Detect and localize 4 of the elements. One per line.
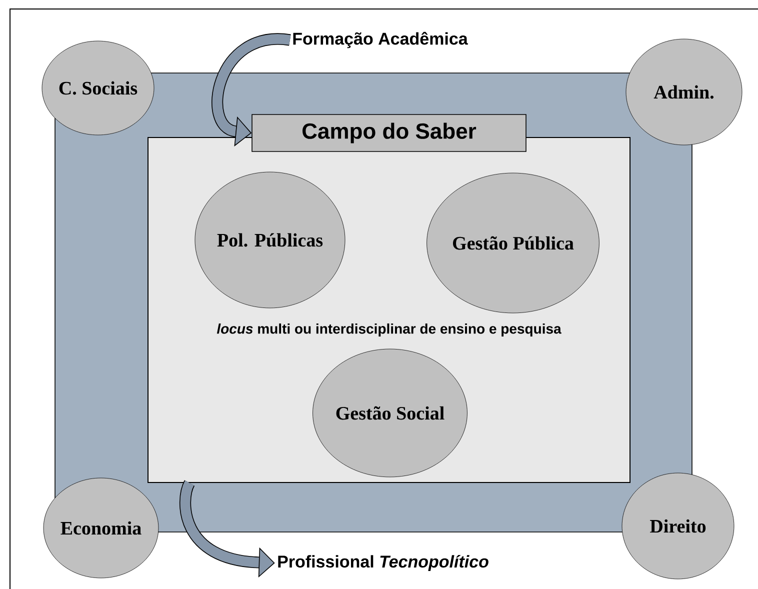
flow-label: Profissional Tecnopolítico [278, 555, 488, 571]
title-box: Campo do Saber [252, 114, 526, 152]
flow-label: Formação Acadêmica [293, 32, 468, 48]
description-text: locus multi ou interdisciplinar de ensino e pesquisa [216, 323, 562, 337]
